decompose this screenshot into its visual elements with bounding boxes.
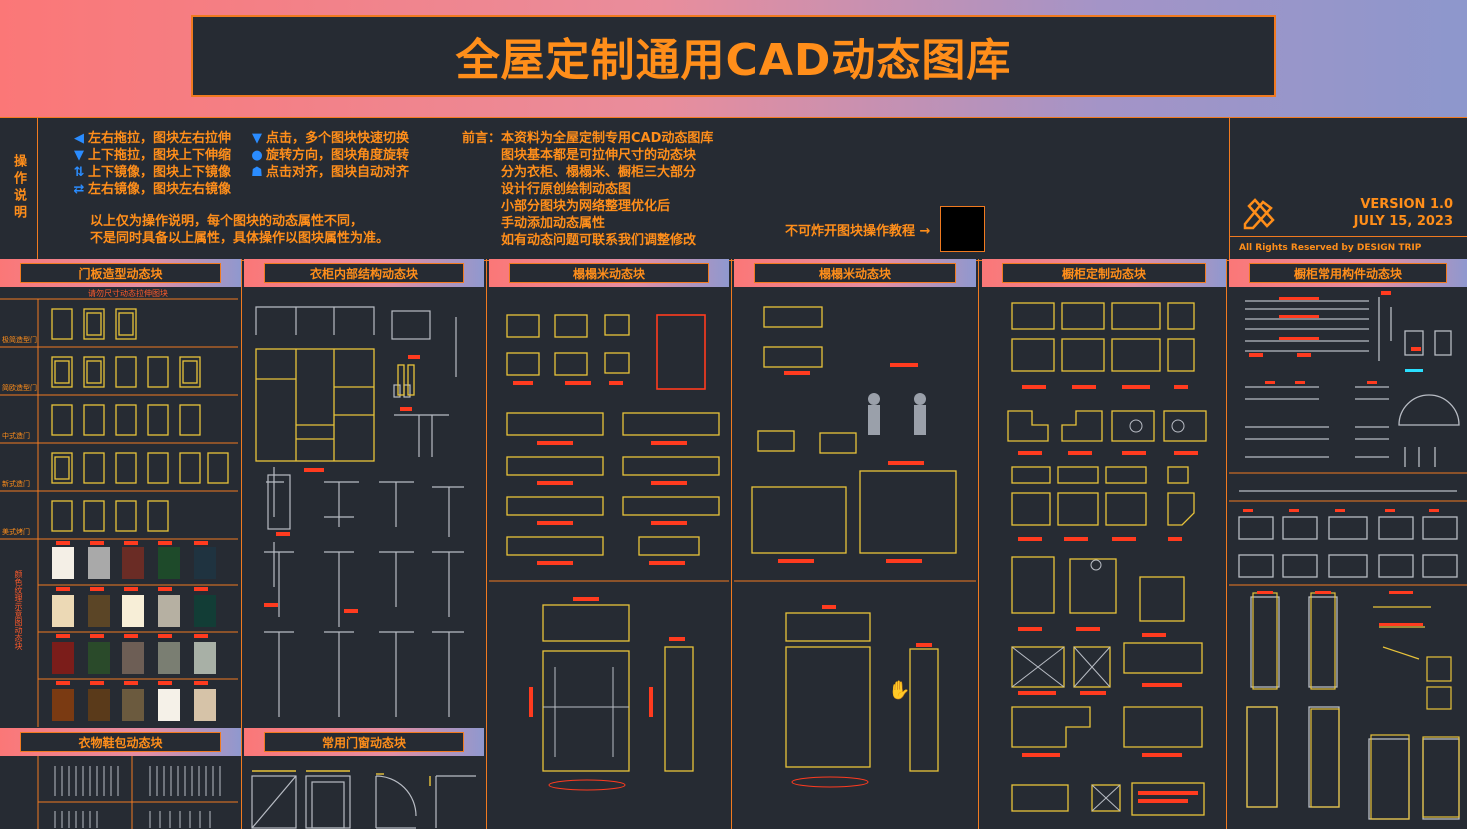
clothing-drawing [37,756,238,829]
version-panel [1229,117,1467,259]
lookup-arrow-icon: ▼ [252,131,262,146]
panel-title-doors-windows: 常用门窗动态块 [264,732,464,752]
instructions-col2: ▼点击，多个图块快速切换 ●旋转方向，图块角度旋转 ☗点击对齐，图块自动对齐 [248,130,409,181]
instruction-2: ▼上下拖拉，图块上下伸缩 [70,147,231,164]
panel-door-shapes [0,259,242,829]
pencil-ruler-logo-icon [1243,198,1275,230]
panel-tatami-1 [487,259,732,829]
panel-header-tatami-2: 榻榻米动态块 [734,259,976,287]
door-row-labels: 极简造型门 简欧造型门 中式造门 新式造门 美式烤门 [2,336,37,536]
panel-title-clothing: 衣物鞋包动态块 [20,732,221,752]
panel-cabinet [979,259,1227,829]
tatami-2-drawing [734,306,976,788]
doors-windows-drawing [251,770,476,829]
rotate-dot-icon: ● [251,148,263,163]
tatami-1-drawing [489,314,729,791]
panel-header-door: 门板造型动态块 [0,259,241,287]
panel-header-doors-windows: 常用门窗动态块 [244,728,484,756]
preface-text: 本资料为全屋定制专用CAD动态图库 图块基本都是可拉伸尺寸的动态块 分为衣柜、榻… [501,131,714,248]
rights-text: All Rights Reserved by DESIGN TRIP [1239,243,1422,253]
info-band [0,117,1467,261]
panel-title-tatami-2: 榻榻米动态块 [754,263,956,283]
instruction-6: ●旋转方向，图块角度旋转 [248,147,409,164]
instruction-7: ☗点击对齐，图块自动对齐 [248,164,409,181]
panel-header-clothing: 衣物鞋包动态块 [0,728,241,756]
version-date: JULY 15, 2023 [1353,214,1453,229]
panel-tatami-2 [732,259,979,829]
instruction-5: ▼点击，多个图块快速切换 [248,130,409,147]
door-header-note: 请勿尺寸动态拉伸图块 [88,289,168,298]
panel-header-wardrobe: 衣柜内部结构动态块 [244,259,484,287]
preface-label: 前言： [462,131,502,146]
instruction-4: ⇄左右镜像，图块左右镜像 [70,181,231,198]
down-arrow-icon: ▼ [74,148,84,163]
panel-title-tatami-1: 榻榻米动态块 [509,263,709,283]
instruction-3: ⇅上下镜像，图块上下镜像 [70,164,231,181]
operation-label: 操作说明 [0,117,38,259]
panel-title-door: 门板造型动态块 [20,263,221,283]
instructions-col1: ◀左右拖拉，图块左右拉伸 ▼上下拖拉，图块上下伸缩 ⇅上下镜像，图块上下镜像 ⇄… [70,130,231,198]
version-text: VERSION 1.0 [1360,197,1453,212]
flip-vertical-icon: ⇅ [73,165,85,180]
door-color-label: 颜色纹理示意图动态块 [14,570,23,650]
panel-title-wardrobe: 衣柜内部结构动态块 [264,263,464,283]
wardrobe-drawing [255,306,464,717]
version-divider [1229,236,1467,237]
page-title: 全屋定制通用CAD动态图库 [455,35,1012,86]
left-arrow-icon: ◀ [74,131,84,146]
panel-wardrobe [242,259,487,829]
instruction-1: ◀左右拖拉，图块左右拉伸 [70,130,231,147]
panel-header-tatami-1: 榻榻米动态块 [489,259,729,287]
tutorial-video-thumbnail[interactable] [940,206,985,252]
panel-header-cabinet: 橱柜定制动态块 [982,259,1226,287]
tutorial-label: 不可炸开图块操作教程 → [785,224,931,239]
components-drawing [1229,291,1467,820]
panel-title-components: 橱柜常用构件动态块 [1249,263,1447,283]
door-shapes-drawing [0,298,238,727]
align-icon: ☗ [251,165,263,180]
hand-cursor-icon: ✋ [888,680,911,701]
instructions-note: 以上仅为操作说明，每个图块的动态属性不同， 不是同时具备以上属性，具体操作以图块… [90,214,390,246]
cabinet-drawing [1007,302,1207,816]
flip-horizontal-icon: ⇄ [73,182,85,197]
title-box: 全屋定制通用CAD动态图库 [191,15,1276,97]
panel-title-cabinet: 橱柜定制动态块 [1002,263,1206,283]
panel-header-components: 橱柜常用构件动态块 [1229,259,1467,287]
